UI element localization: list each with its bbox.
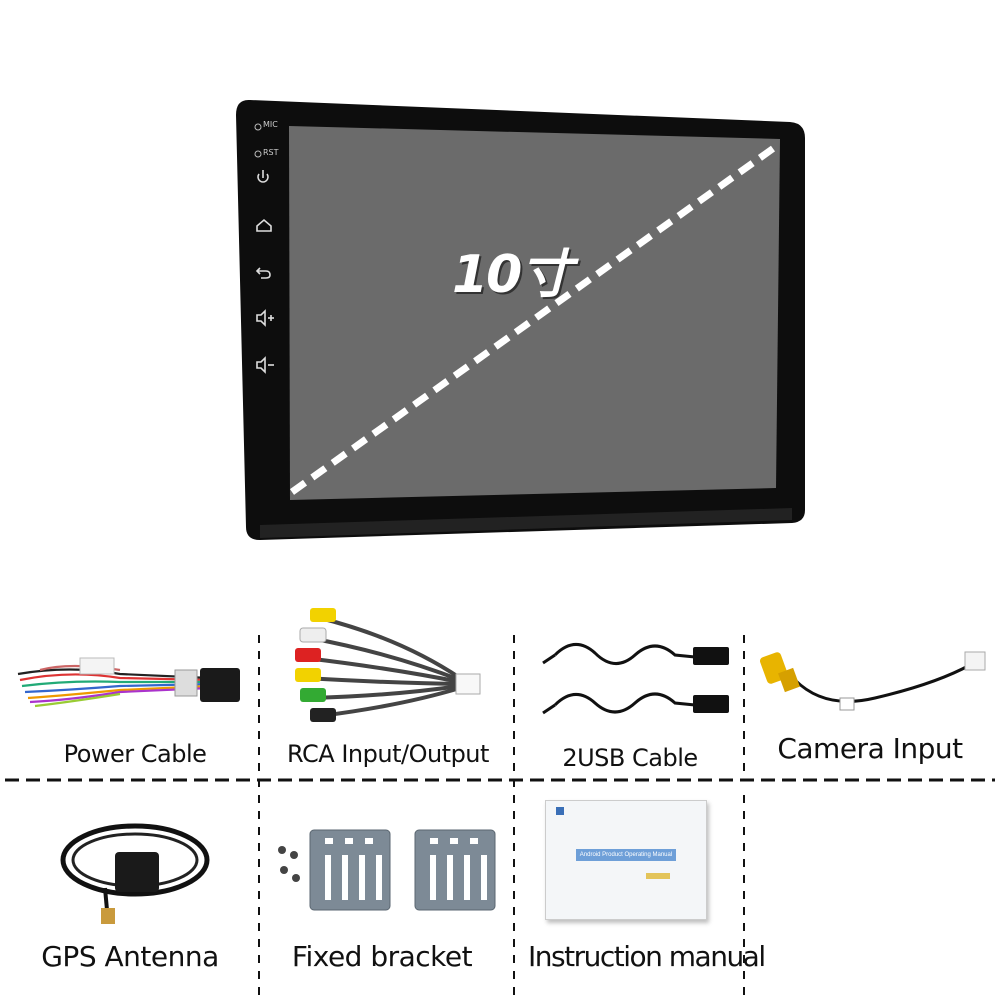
- manual-label: Instruction manual: [528, 940, 766, 973]
- manual-image: Android Product Operating Manual: [545, 800, 707, 920]
- manual-logo-icon: [556, 807, 564, 815]
- manual-cover-title: Android Product Operating Manual: [576, 849, 676, 861]
- volume-up-icon[interactable]: [256, 309, 274, 327]
- mic-indicator-icon: [254, 123, 262, 131]
- rca-plug-white: [299, 627, 327, 643]
- home-icon[interactable]: [256, 218, 272, 232]
- reset-indicator-icon: [254, 150, 262, 158]
- grid-dividers: [5, 635, 995, 995]
- bracket-label: Fixed bracket: [291, 940, 473, 973]
- rca-label: RCA Input/Output: [287, 740, 489, 768]
- volume-down-icon[interactable]: [256, 356, 274, 374]
- rca-plug-yellow-2: [295, 668, 321, 682]
- power-cable-label: Power Cable: [63, 740, 207, 768]
- usb-label: 2USB Cable: [562, 744, 698, 772]
- usb-cable-image: [542, 643, 729, 715]
- camera-label: Camera Input: [777, 732, 963, 765]
- head-unit: [236, 99, 805, 541]
- bracket-image: [278, 829, 496, 911]
- mic-label: MIC: [263, 120, 278, 129]
- rca-cable-image: [295, 608, 481, 722]
- gps-label: GPS Antenna: [41, 940, 219, 973]
- power-cable-image: [17, 657, 240, 708]
- rca-plug-black: [310, 708, 336, 722]
- rst-label: RST: [263, 148, 279, 157]
- rca-plug-yellow: [310, 608, 336, 622]
- camera-cable-image: [760, 651, 986, 711]
- rca-plug-green: [300, 688, 326, 702]
- bezel-lip: [260, 508, 792, 538]
- power-icon[interactable]: [257, 170, 269, 183]
- display-screen: [289, 126, 780, 500]
- back-icon[interactable]: [255, 267, 271, 279]
- rca-plug-red: [295, 648, 321, 662]
- screen-size-label: 10寸: [452, 245, 572, 305]
- manual-accent: [646, 873, 670, 879]
- gps-antenna-image: [60, 823, 210, 924]
